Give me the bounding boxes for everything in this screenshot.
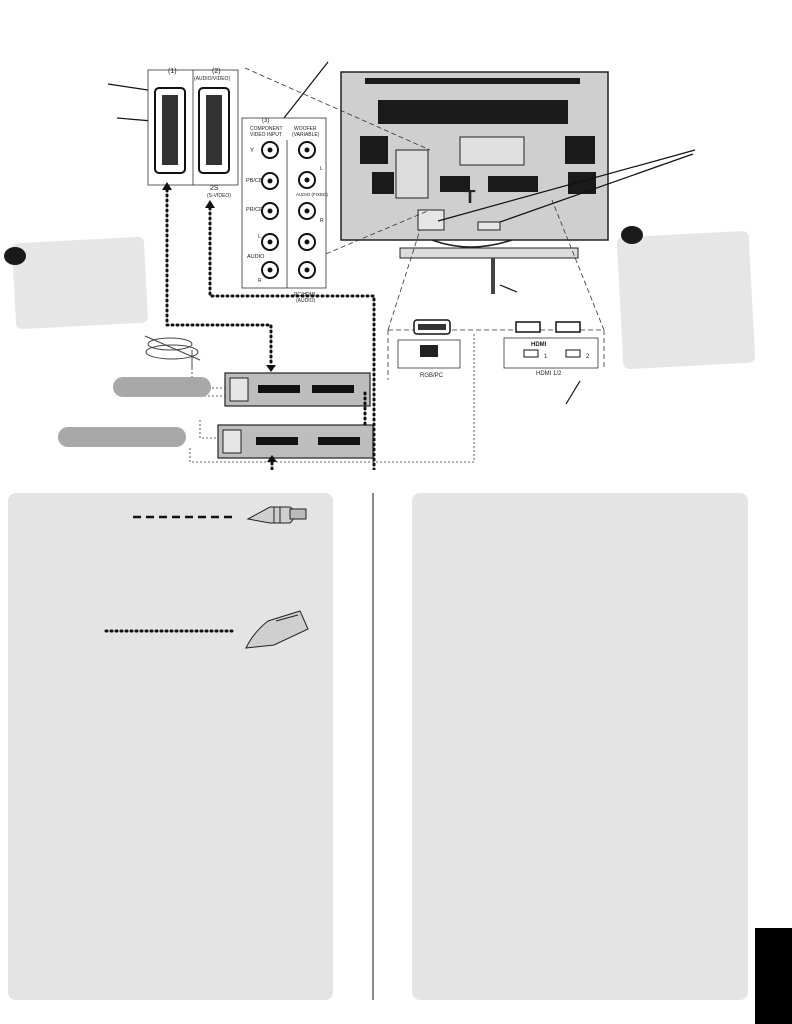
scart2-label: (2) <box>212 68 221 75</box>
rgb-port-icon[interactable] <box>413 319 451 335</box>
audio-fixed-label: AUDIO (FIXED) <box>296 192 328 197</box>
hdmi-logo: HDMI <box>531 342 547 348</box>
component-title-1: COMPONENT <box>250 126 283 132</box>
rgb-hdmi-panel: RGB/PC HDMI 1 2 HDMI 1/2 <box>387 319 605 380</box>
tv-logo: T <box>465 187 476 207</box>
hdmi-1-2-label: HDMI 1/2 <box>536 371 562 377</box>
pc-hdmi-label-1: PC/HDMI <box>294 292 315 298</box>
tv-stand-base <box>399 247 579 259</box>
scart-plug-icon <box>245 610 309 649</box>
scart2-sub-label: (AUDIO/VIDEO) <box>194 76 230 82</box>
side-l-label: L <box>320 166 323 172</box>
side-r-label: R <box>320 218 324 224</box>
column-divider <box>372 493 374 1000</box>
jack-y-label: Y <box>250 148 254 154</box>
page-tab <box>755 928 792 1024</box>
audio-r-label: R <box>258 278 262 284</box>
device-2-scart-1[interactable] <box>256 437 298 445</box>
device-1-scart-1[interactable] <box>258 385 300 393</box>
tv-grille-bottom <box>372 172 596 194</box>
tv-stand <box>431 239 513 248</box>
hdmi-port-2-label: 2 <box>586 354 590 360</box>
connection-diagram: T (1) (2) (AUDIO/VIDEO) <box>107 61 696 470</box>
woofer-title-2: (VARIABLE) <box>292 132 320 138</box>
note-badge-right <box>621 226 643 244</box>
pc-hdmi-label-2: (AUDIO) <box>296 298 316 304</box>
cable-tie-icon <box>491 258 495 294</box>
device-2-scart-2[interactable] <box>318 437 360 445</box>
device-2-label <box>58 427 186 447</box>
note-box-left <box>11 236 149 330</box>
tv-port-area-rgb <box>417 209 445 231</box>
hdmi1-port-icon[interactable] <box>515 321 541 333</box>
antenna-icon <box>144 335 201 368</box>
audio-label: AUDIO <box>247 254 265 260</box>
input-2s-label: 2S <box>210 185 219 192</box>
scart1-socket[interactable] <box>154 87 186 174</box>
scart2-socket[interactable] <box>198 87 230 174</box>
device-1-scart-2[interactable] <box>312 385 354 393</box>
hdmi-port-1-label: 1 <box>544 354 548 360</box>
rgb-pc-label: RGB/PC <box>420 373 444 379</box>
component-title-2: VIDEO INPUT <box>250 132 282 138</box>
tv-left-recess <box>395 149 429 199</box>
audio-l-label: L <box>258 234 261 240</box>
tv-port-area-hdmi <box>477 221 501 231</box>
scart1-label: (1) <box>168 68 177 75</box>
device-1 <box>224 372 371 407</box>
woofer-title-1: WOOFER <box>294 126 317 132</box>
rgb-plug-icon <box>420 345 438 357</box>
info-panel-right <box>412 493 748 1000</box>
cable-arrowheads <box>162 182 277 462</box>
hdmi2-port-icon[interactable] <box>555 321 581 333</box>
tv-grille-top <box>360 78 595 164</box>
rf-plug-icon <box>246 506 307 524</box>
cable-legend <box>104 506 309 649</box>
note-badge-left <box>4 247 26 265</box>
input-2s-sub: (S-VIDEO) <box>207 193 231 199</box>
tv-center-panel <box>459 136 525 166</box>
device-2 <box>217 424 374 459</box>
scart-cables <box>165 188 376 470</box>
component-panel: (3) COMPONENT VIDEO INPUT WOOFER (VARIAB… <box>241 117 328 304</box>
jack-pr-label: PR/CR <box>246 207 263 213</box>
component-header-label: (3) <box>262 118 269 124</box>
tv-back: T <box>340 71 609 294</box>
scart-panel: (1) (2) (AUDIO/VIDEO) 2S (S-VIDEO) <box>147 68 239 199</box>
note-box-right <box>616 230 756 370</box>
device-1-label <box>113 377 211 397</box>
jack-pb-label: PB/CB <box>246 178 263 184</box>
info-panel-left <box>8 493 333 1000</box>
hdmi-port-small-icons <box>523 349 581 358</box>
